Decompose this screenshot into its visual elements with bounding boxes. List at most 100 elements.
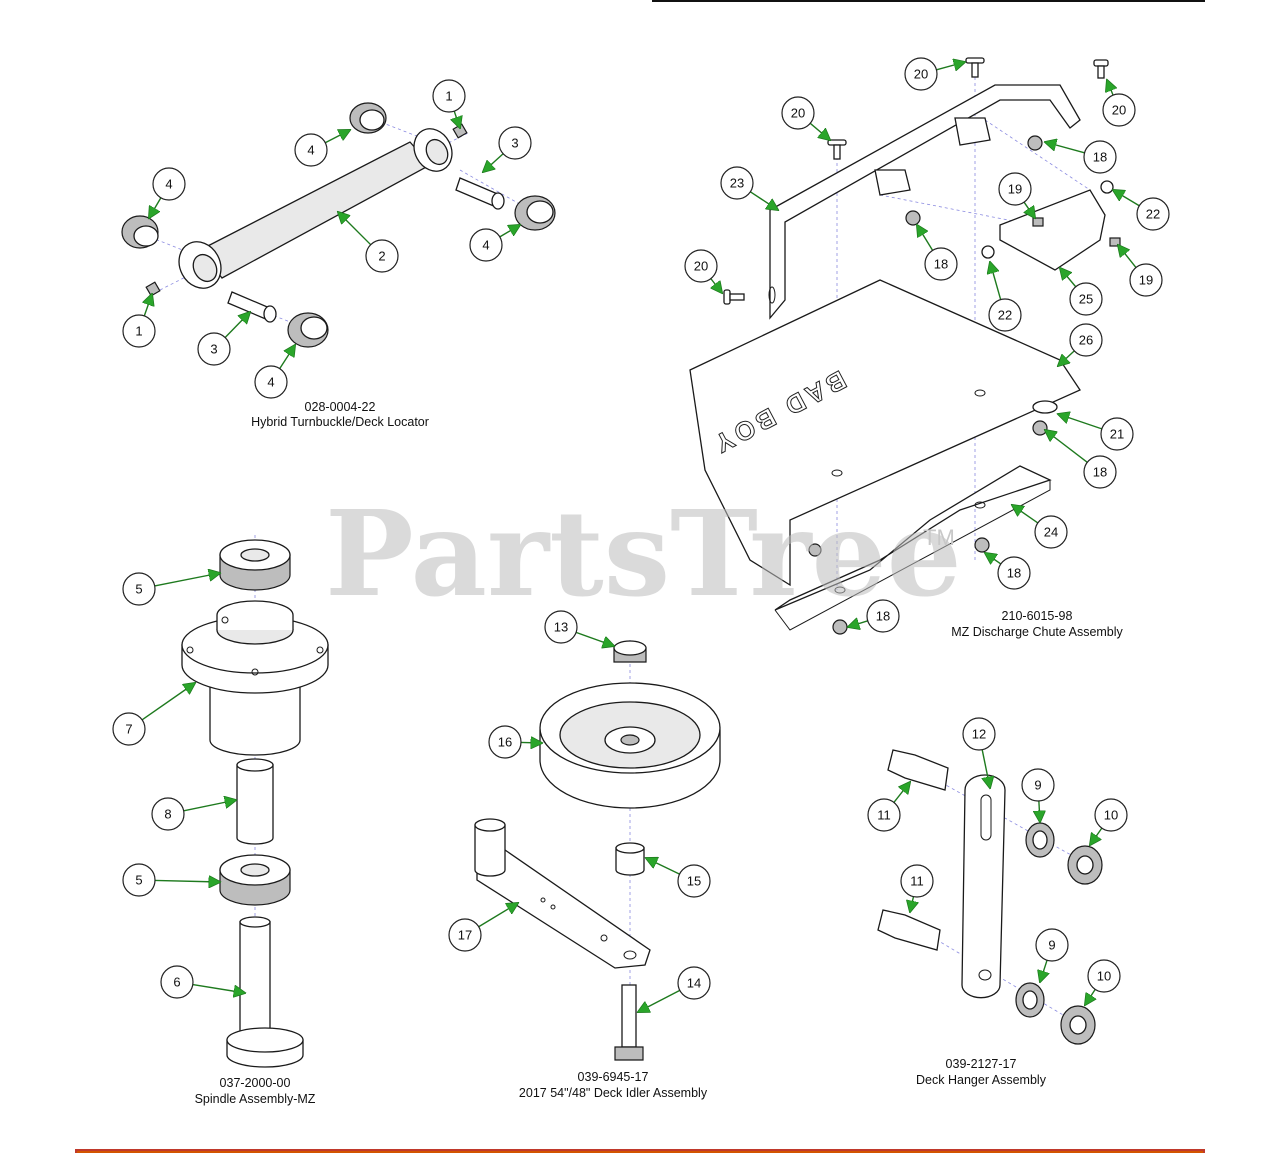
- callout-bubble: [998, 172, 1032, 206]
- callout-number: 3: [511, 136, 518, 151]
- callout-24: 24: [1012, 505, 1068, 549]
- callout-bubble: [432, 79, 466, 113]
- callout-25: 25: [1060, 268, 1103, 316]
- callout-leader: [749, 191, 778, 210]
- callout-leader: [1039, 800, 1040, 822]
- callout-leader: [183, 800, 236, 812]
- callout-18: 18: [1045, 430, 1117, 489]
- callout-number: 3: [210, 342, 217, 357]
- callout-bubble: [544, 610, 578, 644]
- callout-leader: [1045, 430, 1088, 463]
- callout-26: 26: [1058, 323, 1103, 366]
- callout-2: 2: [338, 212, 399, 273]
- callout-leader: [154, 880, 220, 882]
- callout-number: 20: [914, 67, 928, 82]
- callout-number: 23: [730, 176, 744, 191]
- callout-bubble: [1021, 768, 1055, 802]
- assembly-captions: 028-0004-22 Hybrid Turnbuckle/Deck Locat…: [195, 400, 1124, 1106]
- callout-bubble: [488, 725, 522, 759]
- callout-bubble: [1129, 263, 1163, 297]
- callout-number: 20: [694, 259, 708, 274]
- callout-leader: [144, 294, 152, 317]
- callout-bubble: [962, 717, 996, 751]
- callout-number: 5: [135, 873, 142, 888]
- callout-number: 18: [1093, 465, 1107, 480]
- callout-leader: [478, 903, 518, 928]
- caption-chute-part-number: 210-6015-98: [1002, 609, 1073, 623]
- callout-7: 7: [112, 683, 195, 746]
- callout-23: 23: [720, 166, 778, 210]
- callout-number: 10: [1104, 808, 1118, 823]
- callout-bubble: [1034, 515, 1068, 549]
- callout-leader: [990, 262, 1002, 300]
- callout-1: 1: [432, 79, 466, 128]
- caption-hanger-part-number: 039-2127-17: [946, 1057, 1017, 1071]
- callout-number: 19: [1139, 273, 1153, 288]
- callout-leader: [224, 312, 250, 339]
- footer-bar: [75, 1149, 1205, 1153]
- callout-bubble: [1069, 282, 1103, 316]
- callout-number: 11: [877, 808, 891, 823]
- callout-leader: [646, 858, 680, 875]
- callout-19: 19: [998, 172, 1035, 218]
- callout-bubble: [122, 314, 156, 348]
- callouts: 1123344445567899101011111213141516171818…: [112, 57, 1170, 1012]
- callout-bubble: [904, 57, 938, 91]
- callout-leader: [520, 742, 542, 743]
- callout-leader: [575, 631, 614, 646]
- callout-leader: [154, 573, 220, 587]
- callout-number: 9: [1034, 778, 1041, 793]
- callout-number: 6: [173, 975, 180, 990]
- callout-number: 1: [135, 324, 142, 339]
- callout-leader: [149, 197, 162, 218]
- callout-bubble: [469, 228, 503, 262]
- callout-number: 2: [378, 249, 385, 264]
- callout-leader: [917, 225, 934, 251]
- callout-leader: [910, 896, 913, 912]
- callout-leader: [454, 110, 460, 128]
- callout-11: 11: [867, 782, 910, 832]
- callout-bubble: [122, 572, 156, 606]
- callout-leader: [809, 122, 830, 140]
- callout-leader: [981, 749, 990, 788]
- callout-leader: [324, 130, 350, 144]
- chute-assembly: BAD BOY: [689, 57, 1121, 635]
- callout-leader: [1058, 414, 1103, 430]
- callout-bubble: [988, 298, 1022, 332]
- callout-18: 18: [1045, 141, 1117, 174]
- callout-number: 20: [1112, 103, 1126, 118]
- callout-bubble: [677, 966, 711, 1000]
- callout-18: 18: [848, 599, 900, 633]
- callout-leader: [499, 225, 520, 238]
- callout-bubble: [448, 918, 482, 952]
- callout-bubble: [498, 126, 532, 160]
- callout-leader: [338, 212, 372, 246]
- watermark: PartsTree TM: [325, 484, 962, 623]
- callout-bubble: [1102, 93, 1136, 127]
- callout-bubble: [1100, 417, 1134, 451]
- callout-bubble: [866, 599, 900, 633]
- callout-bubble: [1083, 455, 1117, 489]
- callout-leader: [1024, 201, 1035, 218]
- callout-number: 18: [876, 609, 890, 624]
- callout-16: 16: [488, 725, 542, 759]
- callout-number: 21: [1110, 427, 1124, 442]
- callout-bubble: [365, 239, 399, 273]
- callout-1: 1: [122, 294, 156, 348]
- callout-number: 8: [164, 807, 171, 822]
- callout-9: 9: [1035, 928, 1069, 982]
- callout-number: 26: [1079, 333, 1093, 348]
- callout-number: 9: [1048, 938, 1055, 953]
- callout-number: 25: [1079, 292, 1093, 307]
- callout-number: 13: [554, 620, 568, 635]
- callout-number: 19: [1008, 182, 1022, 197]
- callout-number: 4: [307, 143, 314, 158]
- callout-15: 15: [646, 858, 711, 898]
- callout-number: 15: [687, 874, 701, 889]
- callout-number: 5: [135, 582, 142, 597]
- hanger-assembly: [877, 749, 1103, 1045]
- callout-bubble: [997, 556, 1031, 590]
- callout-number: 12: [972, 727, 986, 742]
- callout-leader: [1090, 827, 1103, 845]
- spindle-assembly: [181, 535, 329, 1068]
